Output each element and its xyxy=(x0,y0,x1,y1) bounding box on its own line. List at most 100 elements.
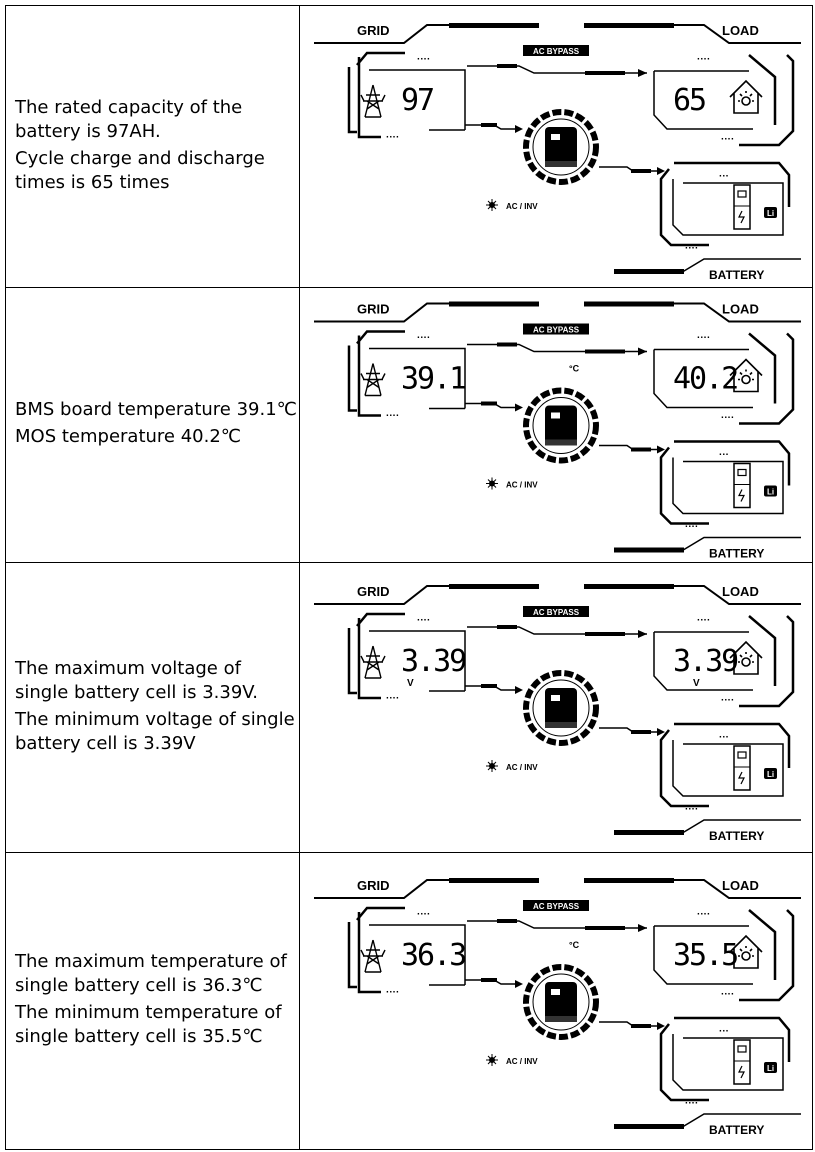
sun-icon xyxy=(486,199,498,211)
celsius-label: °C xyxy=(569,364,580,374)
lcd-panel: GRID LOAD AC BYPASS ···· ···· ···· ···· … xyxy=(314,584,801,843)
lcd-panel-cell: GRID LOAD AC BYPASS ···· ···· ···· ···· … xyxy=(301,853,813,1149)
description-line-2: MOS temperature 40.2℃ xyxy=(15,426,242,447)
lcd-panel: GRID LOAD AC BYPASS ···· ···· ···· ···· … xyxy=(314,301,801,561)
lithium-label: Li xyxy=(767,1064,774,1073)
description-cell: The maximum temperature of single batter… xyxy=(6,853,300,1149)
ac-bypass-label: AC BYPASS xyxy=(533,608,580,617)
description-line-2: Cycle charge and discharge times is 65 t… xyxy=(15,147,265,193)
ac-inv-label: AC / INV xyxy=(506,202,538,211)
svg-text:····: ···· xyxy=(417,54,430,65)
battery-label: BATTERY xyxy=(709,1123,764,1137)
description-cell: The rated capacity of the battery is 97A… xyxy=(6,6,300,287)
battery-label: BATTERY xyxy=(709,829,764,843)
description-line-1: The rated capacity of the battery is 97A… xyxy=(15,96,243,142)
load-label: LOAD xyxy=(722,23,759,38)
lcd-panel: GRID LOAD AC BYPASS ···· ···· ···· ···· … xyxy=(314,878,801,1137)
table-row: The rated capacity of the battery is 97A… xyxy=(5,5,813,287)
svg-text:····: ···· xyxy=(685,1098,698,1109)
inverter-icon xyxy=(523,109,599,185)
sun-icon xyxy=(486,477,498,490)
right-unit: V xyxy=(693,678,700,689)
svg-text:····: ···· xyxy=(417,615,430,626)
svg-text:···: ··· xyxy=(719,1026,729,1037)
lithium-label: Li xyxy=(767,770,774,779)
right-reading: 3.39 xyxy=(673,644,738,679)
svg-text:····: ···· xyxy=(697,615,710,626)
inverter-icon xyxy=(523,964,599,1040)
svg-text:····: ···· xyxy=(685,243,698,254)
load-label: LOAD xyxy=(722,584,759,599)
inverter-icon xyxy=(523,670,599,746)
svg-text:···: ··· xyxy=(719,450,729,461)
right-reading: 40.2 xyxy=(673,362,737,397)
svg-text:····: ···· xyxy=(697,54,710,65)
table-row: BMS board temperature 39.1℃ MOS temperatu… xyxy=(5,287,813,562)
home-load-icon xyxy=(729,79,763,114)
ac-bypass-label: AC BYPASS xyxy=(533,326,580,335)
description-line-1: The maximum temperature of single batter… xyxy=(15,951,287,996)
battery-icon xyxy=(733,1039,751,1085)
right-reading: 35.5 xyxy=(673,938,737,973)
ac-bypass-label: AC BYPASS xyxy=(533,47,580,56)
ac-bypass-label: AC BYPASS xyxy=(533,902,580,911)
description-line-1: BMS board temperature 39.1℃ xyxy=(15,399,297,420)
home-load-icon xyxy=(729,934,763,969)
svg-text:····: ···· xyxy=(697,333,710,344)
svg-text:····: ···· xyxy=(386,132,399,143)
ac-inv-label: AC / INV xyxy=(506,1057,538,1066)
svg-text:····: ···· xyxy=(721,695,734,706)
table-row: The maximum temperature of single batter… xyxy=(5,852,813,1150)
grid-pylon-icon xyxy=(360,363,386,397)
left-reading: 39.1 xyxy=(401,362,466,397)
celsius-label: °C xyxy=(569,940,580,950)
home-load-icon xyxy=(729,640,763,675)
lcd-panel-cell: GRID LOAD AC BYPASS ···· ···· ···· ···· … xyxy=(301,563,813,852)
svg-text:····: ···· xyxy=(386,693,399,704)
load-label: LOAD xyxy=(722,302,759,317)
battery-label: BATTERY xyxy=(709,547,764,561)
description-line-2: The minimum voltage of single battery ce… xyxy=(15,708,295,754)
lithium-label: Li xyxy=(767,488,774,497)
battery-icon xyxy=(733,184,751,230)
sun-icon xyxy=(486,1054,498,1066)
battery-label: BATTERY xyxy=(709,268,764,282)
home-load-icon xyxy=(729,358,763,393)
svg-text:····: ···· xyxy=(417,333,430,344)
svg-text:····: ···· xyxy=(417,909,430,920)
grid-pylon-icon xyxy=(360,84,386,118)
svg-text:····: ···· xyxy=(721,989,734,1000)
ac-inv-label: AC / INV xyxy=(506,763,538,772)
lithium-label: Li xyxy=(767,209,774,218)
battery-icon xyxy=(733,745,751,791)
ac-inv-label: AC / INV xyxy=(506,481,538,490)
svg-text:····: ···· xyxy=(721,413,734,424)
grid-label: GRID xyxy=(357,878,390,893)
inverter-icon xyxy=(523,387,599,464)
description-line-2: The minimum temperature of single batter… xyxy=(15,1002,282,1047)
svg-text:···: ··· xyxy=(719,732,729,743)
svg-text:····: ···· xyxy=(721,134,734,145)
svg-text:····: ···· xyxy=(386,987,399,998)
grid-pylon-icon xyxy=(360,939,386,973)
description-cell: The maximum voltage of single battery ce… xyxy=(6,563,300,852)
grid-label: GRID xyxy=(357,584,390,599)
svg-text:····: ···· xyxy=(697,909,710,920)
left-reading: 97 xyxy=(401,83,433,118)
sun-icon xyxy=(486,760,498,772)
description-cell: BMS board temperature 39.1℃ MOS temperatu… xyxy=(6,288,300,562)
grid-label: GRID xyxy=(357,302,390,317)
right-reading: 65 xyxy=(673,83,705,118)
lcd-panel-cell: GRID LOAD AC BYPASS ···· ···· ···· ···· … xyxy=(301,288,813,562)
lcd-panel-cell: GRID LOAD AC BYPASS ···· ···· ···· ···· … xyxy=(301,6,813,287)
grid-pylon-icon xyxy=(360,645,386,679)
table-row: The maximum voltage of single battery ce… xyxy=(5,562,813,852)
left-reading: 3.39 xyxy=(401,644,466,679)
left-unit: V xyxy=(407,678,414,689)
lcd-panel: GRID LOAD AC BYPASS ···· ···· ···· ···· … xyxy=(314,23,801,282)
load-label: LOAD xyxy=(722,878,759,893)
battery-icon xyxy=(733,462,751,509)
description-line-1: The maximum voltage of single battery ce… xyxy=(15,657,259,703)
grid-label: GRID xyxy=(357,23,390,38)
svg-text:····: ···· xyxy=(386,411,399,422)
